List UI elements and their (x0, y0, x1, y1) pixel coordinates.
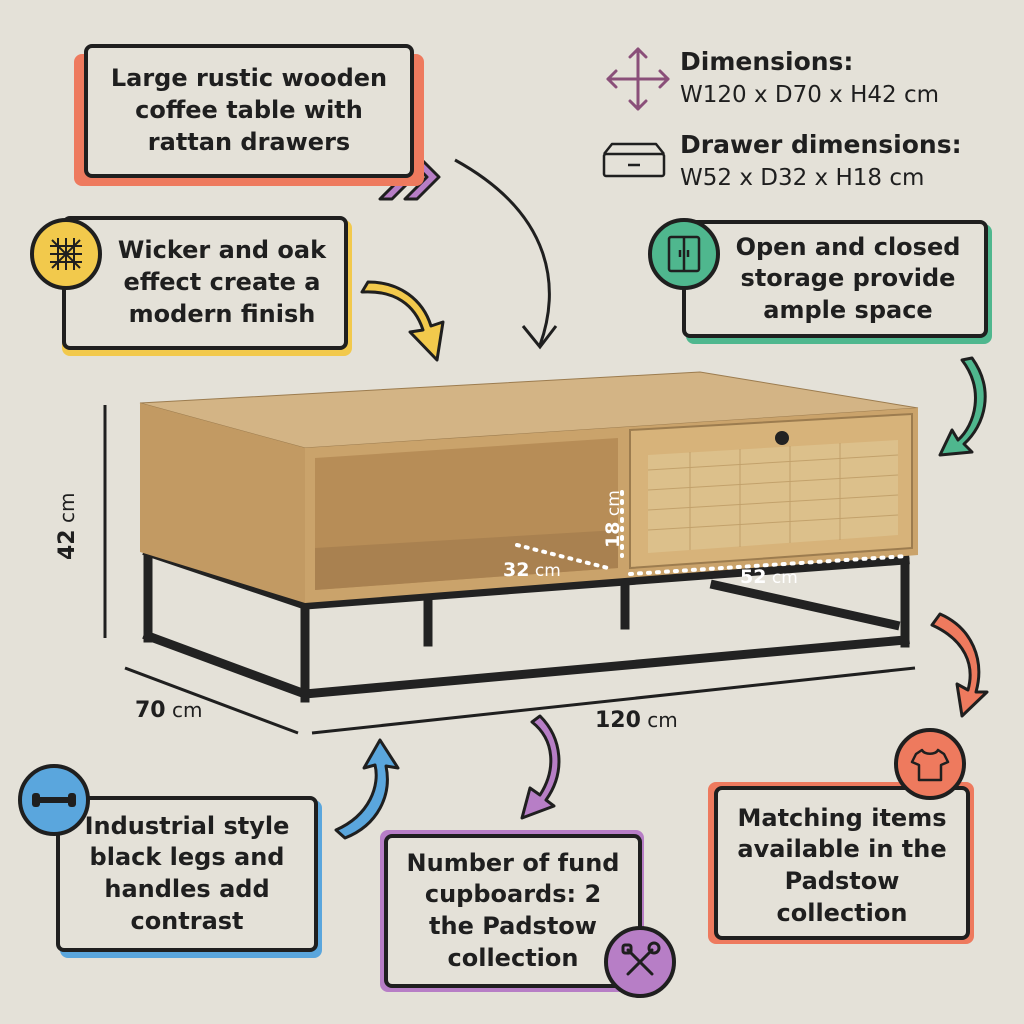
depth-dimension-line (124, 666, 299, 735)
dimensions-title: Dimensions: (680, 47, 854, 76)
width-value: 120 (595, 708, 641, 733)
drawer-dimensions-value: W52 x D32 x H18 cm (680, 165, 925, 191)
drawer-icon (602, 142, 666, 178)
storage-callout: Open and closed storage provide ample sp… (682, 220, 988, 338)
matching-callout-text: Matching items available in the Padstow … (737, 803, 947, 927)
title-callout-text: Large rustic wooden coffee table with ra… (110, 64, 388, 156)
wicker-pointer-arrow (360, 280, 445, 362)
width-dimension-line (311, 666, 916, 735)
wicker-callout: Wicker and oak effect create a modern fi… (62, 216, 348, 350)
drawer-dimensions-title: Drawer dimensions: (680, 130, 962, 159)
matching-callout: Matching items available in the Padstow … (714, 786, 970, 940)
dimensions-value: W120 x D70 x H42 cm (680, 82, 940, 108)
handle-icon (18, 764, 90, 836)
width-unit: cm (647, 708, 678, 732)
drawer-depth-value: 32 (503, 559, 530, 581)
drawer-width-value: 52 (740, 566, 767, 588)
depth-unit: cm (171, 698, 203, 722)
wicker-callout-text: Wicker and oak effect create a modern fi… (117, 236, 327, 328)
height-label: 42 cm (55, 493, 80, 560)
cupboards-pointer-arrow (520, 714, 561, 820)
drawer-height-value: 18 (602, 521, 624, 548)
drawer-depth-label: 32 cm (503, 559, 561, 581)
drawer-measurement-dots (515, 490, 910, 576)
drawer-height-label: 18 cm (602, 490, 624, 548)
tshirt-icon (894, 728, 966, 800)
industrial-callout-text: Industrial style black legs and handles … (84, 811, 290, 935)
drawer-width-unit: cm (771, 568, 798, 588)
cupboards-callout: Number of fund cupboards: 2 the Padstow … (384, 834, 642, 988)
depth-value: 70 (135, 698, 166, 723)
rattan-weave-icon (30, 218, 102, 290)
height-value: 42 (55, 529, 80, 560)
cupboard-icon (648, 218, 720, 290)
storage-callout-text: Open and closed storage provide ample sp… (735, 232, 961, 324)
move-arrows-icon (606, 47, 670, 111)
depth-label: 70 cm (135, 698, 202, 723)
title-pointer-arrow (454, 158, 551, 346)
title-callout: Large rustic wooden coffee table with ra… (84, 44, 414, 178)
matching-pointer-arrow (930, 612, 989, 718)
industrial-callout: Industrial style black legs and handles … (56, 796, 318, 952)
height-unit: cm (55, 492, 79, 524)
storage-pointer-arrow (938, 356, 987, 457)
drawer-knob (775, 431, 789, 445)
table-side (140, 403, 305, 603)
industrial-pointer-arrow (334, 738, 400, 840)
drawer-height-unit: cm (604, 490, 624, 517)
tools-icon (604, 926, 676, 998)
drawer-width-label: 52 cm (740, 566, 798, 588)
width-label: 120 cm (595, 708, 678, 733)
drawer-depth-unit: cm (534, 561, 561, 581)
rattan-panel (648, 440, 898, 553)
cupboards-callout-text: Number of fund cupboards: 2 the Padstow … (406, 848, 620, 972)
